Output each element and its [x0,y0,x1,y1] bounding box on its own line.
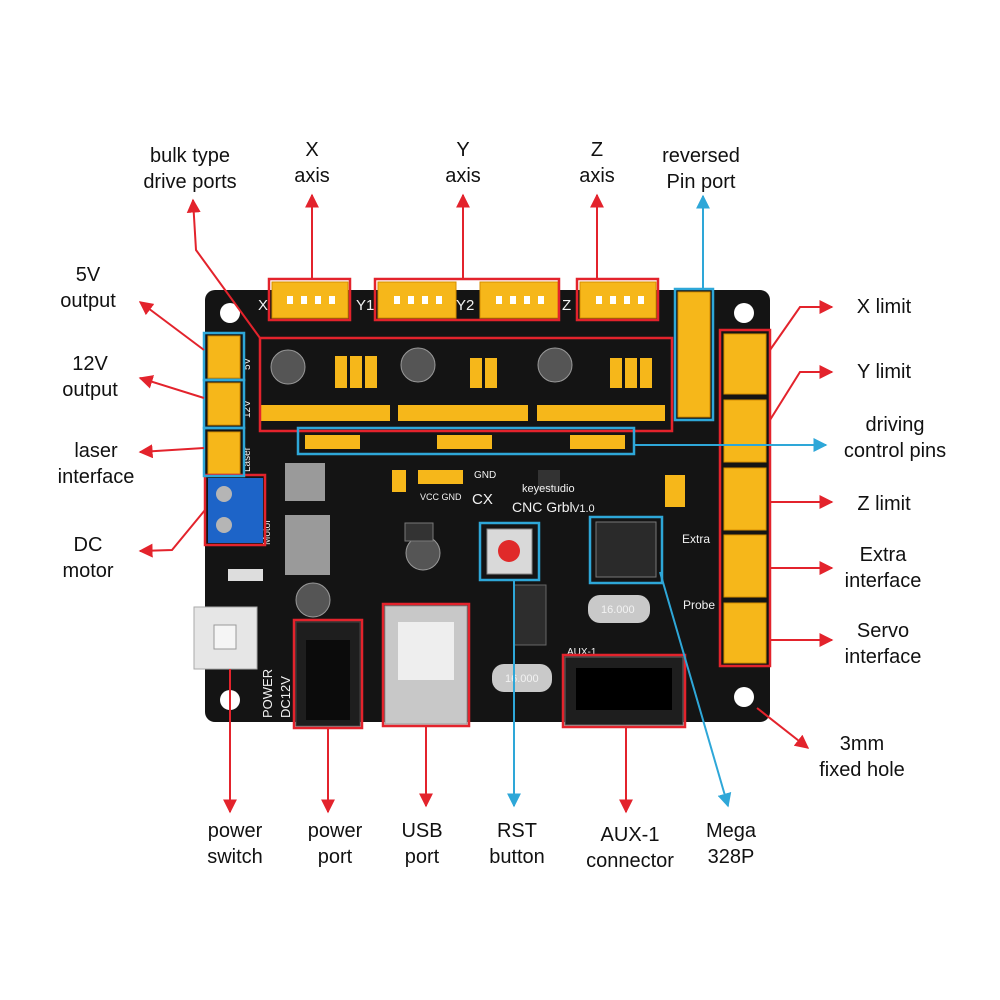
label-extra-interface: Extra interface [844,544,922,592]
box-rst [478,521,541,582]
box-reversed-pin [673,287,715,422]
silk-laser: Laser [242,446,253,472]
box-y-axis [373,277,561,322]
silkscreen: X Y1 Y2 Z keyestudio CNC Grbl V1.0 CX GN… [242,297,715,718]
silk-5v: 5V [242,357,253,370]
arrow-laser [138,444,205,459]
arrow-dc-motor [138,509,206,558]
box-z-axis [575,277,660,322]
right-connectors [665,291,767,664]
box-x-axis [267,277,352,322]
label-rst-button: RST button [489,820,545,868]
arrow-mega [659,571,732,808]
arrow-fixed-hole [756,707,810,749]
silk-crystal: 16.000 [601,604,635,616]
label-mega-328p: Mega 328P [705,820,757,868]
axis-connectors [271,281,657,319]
label-power-port: power port [307,820,363,868]
label-reversed-pin-port: reversed Pin port [662,145,740,193]
left-connectors [207,335,263,543]
arrow-12v [138,375,205,399]
silk-y2: Y2 [456,297,474,314]
arrow-bulk-drive [186,198,261,339]
label-fixed-hole: 3mm fixed hole [819,733,905,781]
silk-z: Z [562,297,571,314]
silk-x: X [258,297,268,314]
silk-vcc-gnd: VCC GND [420,492,462,502]
box-mega [588,515,664,585]
label-power-switch: power switch [207,820,263,868]
silk-y1: Y1 [356,297,374,314]
label-driving-control-pins: driving control pins [843,414,947,462]
fixed-hole-3mm [734,687,754,707]
label-laser-interface: laser interface [57,440,135,488]
box-bulk-drive [258,336,674,433]
label-y-axis: Y axis [445,139,481,187]
label-aux1-connector: AUX-1 connector [586,824,674,872]
silk-extra: Extra [682,532,710,546]
silk-gnd: GND [474,470,496,481]
silk-model: CNC Grbl [512,499,573,515]
label-servo-interface: Servo interface [844,620,922,668]
silk-dc12v: DC12V [278,676,293,718]
silk-aux1: AUX-1 [567,647,597,658]
center-components [193,463,684,727]
box-laser [202,426,246,478]
box-right-headers [718,328,772,668]
blue-boxes [202,287,715,585]
box-aux1 [561,653,687,729]
label-bulk-drive-ports: bulk type drive ports [143,145,237,193]
silk-crystal2: 16.000 [505,673,539,685]
blue-arrows [507,194,828,808]
red-arrows [138,193,834,814]
arrow-x-limit [769,300,834,351]
box-driving-pins [296,426,636,456]
label-usb-port: USB port [401,820,443,868]
label-y-limit: Y limit [856,361,912,383]
label-x-axis: X axis [294,139,330,187]
arrow-y-limit [769,365,834,421]
silk-12v: 12V [242,400,253,418]
label-x-limit: X limit [856,296,912,318]
label-z-axis: Z axis [579,139,615,187]
silk-version: V1.0 [572,503,595,515]
silk-cx: CX [472,491,493,508]
label-z-limit: Z limit [857,493,911,515]
highlight-boxes [203,277,772,730]
arrow-5v [138,301,205,351]
label-5v-output: 5V output [60,264,116,312]
silk-brand: keyestudio [522,483,575,495]
label-dc-motor: DC motor [62,534,114,582]
silk-motor: Motor [262,519,273,545]
driver-area [260,347,665,449]
silk-probe: Probe [683,598,715,612]
label-12v-output: 12V output [62,353,118,401]
silk-power: POWER [260,669,275,718]
